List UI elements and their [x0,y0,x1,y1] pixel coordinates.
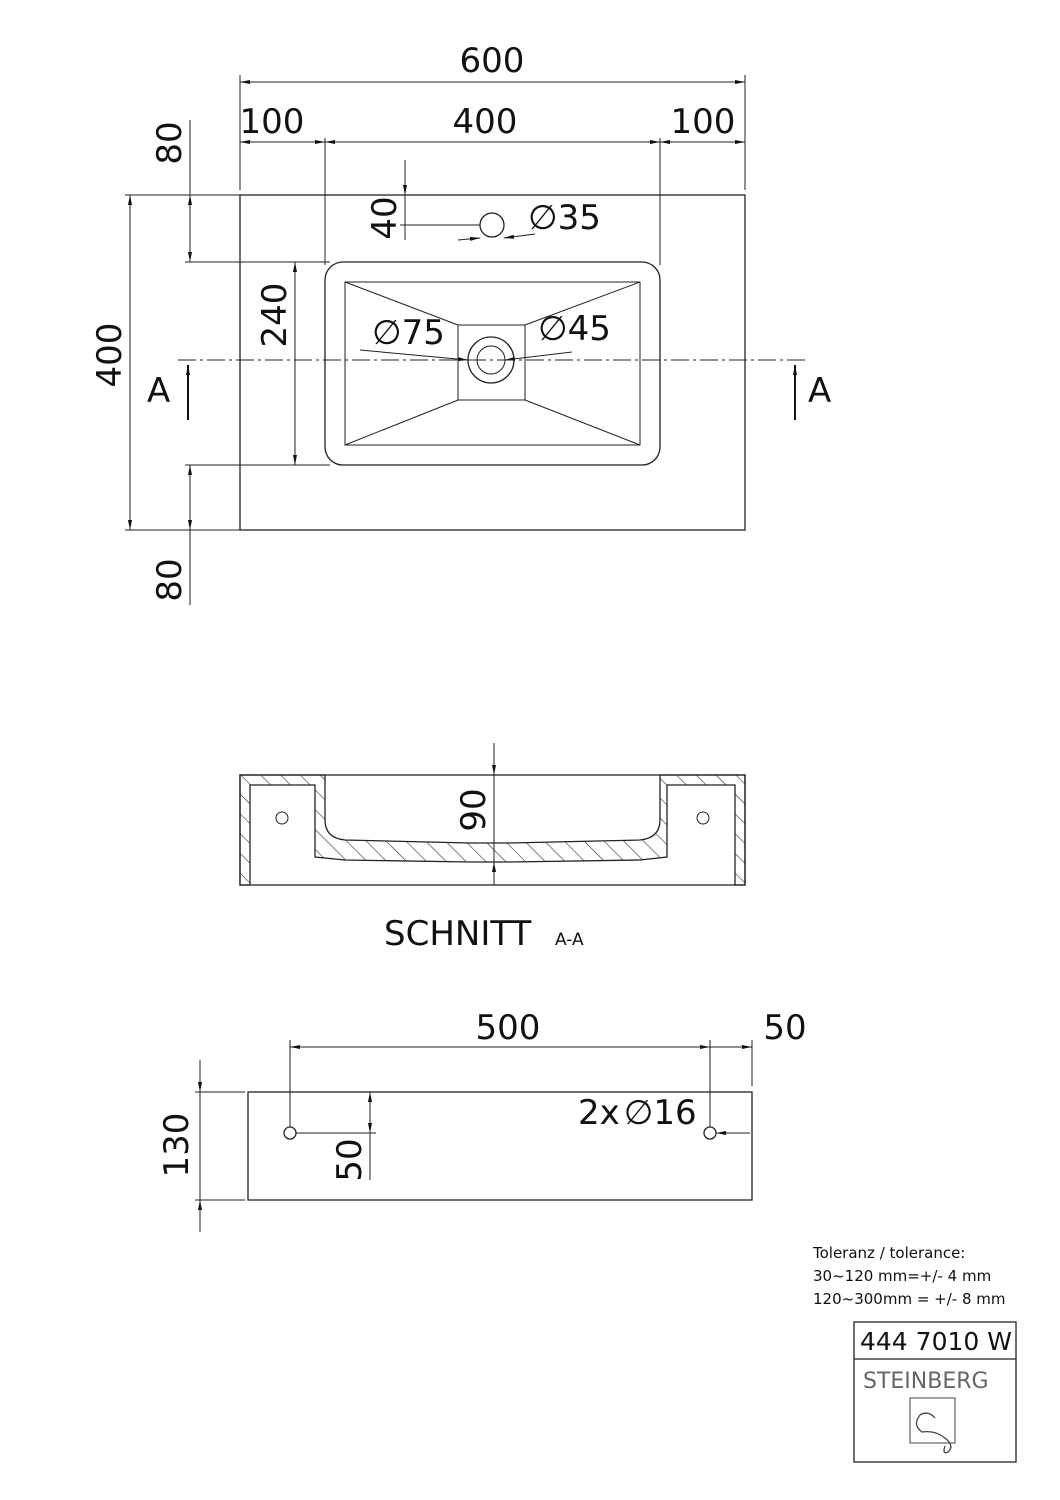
dim-overall-width: 600 [460,41,525,81]
dim-hole-edge: 50 [763,1008,806,1048]
dim-left-margin: 100 [240,102,305,142]
section-outline [239,774,746,886]
section-subtitle: A-A [555,930,584,950]
basin-outline [239,194,746,531]
tolerance-line-1: 30~120 mm=+/- 4 mm [813,1267,991,1285]
dim-basin-depth: 240 [255,283,295,348]
dim-basin-width: 400 [453,102,518,142]
dim-back-height: 130 [157,1113,197,1178]
mount-hole-right [696,811,710,825]
section-title: SCHNITT [384,914,532,954]
tap-hole [479,212,505,238]
dim-section-depth: 90 [454,788,494,831]
dim-hole-height: 50 [330,1138,370,1181]
side-view: 500 50 130 50 2x∅16 [157,1008,807,1232]
dim-tap-offset: 40 [365,196,405,239]
tolerance-title: Toleranz / tolerance: [812,1244,965,1262]
dim-drain-inner: ∅45 [538,309,611,349]
tolerance-line-2: 120~300mm = +/- 8 mm [813,1290,1006,1308]
dim-tap-hole: ∅35 [528,198,601,238]
brand-name: STEINBERG [863,1369,989,1394]
brand-logo-icon [909,1397,956,1454]
tolerance-note: Toleranz / tolerance: 30~120 mm=+/- 4 mm… [812,1244,1006,1308]
section-mark-right: A [808,371,831,411]
drain-recess [457,324,526,401]
section-view: 90 SCHNITT A-A [239,743,746,954]
dim-overall-depth: 400 [90,323,130,388]
dim-hole-diameter: 2x∅16 [578,1093,697,1133]
dim-right-margin: 100 [671,102,736,142]
wall-hole-left [283,1126,297,1140]
top-view: 600 100 400 100 80 400 80 240 40 [90,41,831,605]
mount-hole-left [275,811,289,825]
section-hatch [239,774,746,886]
dim-hole-spacing: 500 [476,1008,541,1048]
dim-top-margin: 80 [150,121,190,164]
dim-drain-outer: ∅75 [372,313,445,353]
article-number: 444 7010 W [860,1327,1012,1356]
bowl-floor [344,281,641,446]
basin-bowl [324,261,661,466]
back-outline [247,1091,753,1201]
section-mark-left: A [147,371,170,411]
dim-bottom-margin: 80 [150,558,190,601]
bowl-slopes [344,281,641,446]
wall-hole-right [703,1126,717,1140]
title-block: 444 7010 W STEINBERG [853,1321,1017,1463]
